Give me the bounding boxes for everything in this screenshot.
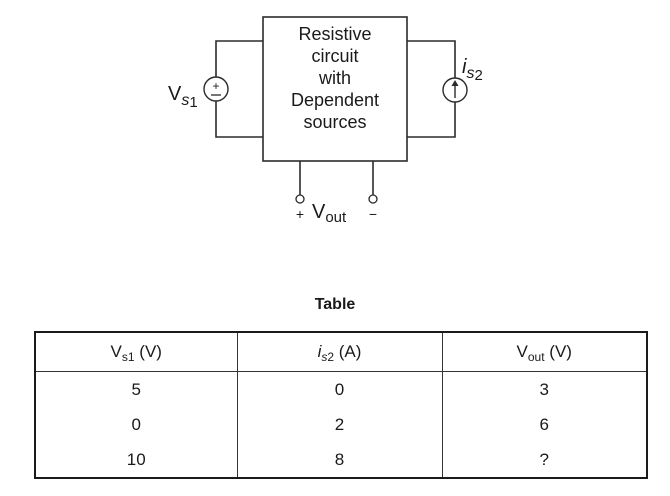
block-line-2: circuit [311,46,358,66]
header-is2: is2 (A) [236,332,443,372]
cell-is2: 8 [236,442,443,478]
header-vs1: Vs1 (V) [34,332,238,372]
cell-vs1: 0 [34,407,238,442]
resistive-circuit-block [262,16,408,162]
block-line-1: Resistive [298,24,371,44]
table-header-row: Vs1 (V) is2 (A) Vout (V) [34,332,648,372]
voltage-source-label: Vs1 [168,83,198,111]
table-row: 0 2 6 [34,407,648,442]
cell-vs1: 5 [34,371,238,407]
table-row: 5 0 3 [34,371,648,407]
current-source-icon [442,77,468,103]
terminal-plus [295,194,305,204]
block-line-3: with [318,68,351,88]
cell-vout: 6 [441,407,648,442]
block-line-5: sources [303,112,366,132]
circuit-diagram: Resistive circuit with Dependent sources… [168,16,483,226]
wire-left-bottom [215,101,263,138]
data-table: Vs1 (V) is2 (A) Vout (V) 5 0 3 0 2 6 10 … [34,331,648,479]
output-voltage-label: Vout [312,201,347,226]
cell-vs1: 10 [34,442,238,478]
svg-text:+: + [212,79,219,93]
cell-vout: ? [441,442,648,478]
cell-is2: 2 [236,407,443,442]
wire-left-top [215,40,263,77]
table-title: Table [314,296,356,313]
header-vout: Vout (V) [441,332,648,372]
current-source-label: is2 [462,56,483,84]
voltage-source-icon: + [203,76,229,102]
table-row: 10 8 ? [34,442,648,478]
terminal-minus [368,194,378,204]
output-plus-sign: + [296,206,304,222]
cell-is2: 0 [236,371,443,407]
block-line-4: Dependent [291,90,379,110]
wire-right-top [407,40,456,78]
cell-vout: 3 [441,371,648,407]
wire-right-bottom [407,102,456,138]
output-minus-sign: − [369,206,377,222]
